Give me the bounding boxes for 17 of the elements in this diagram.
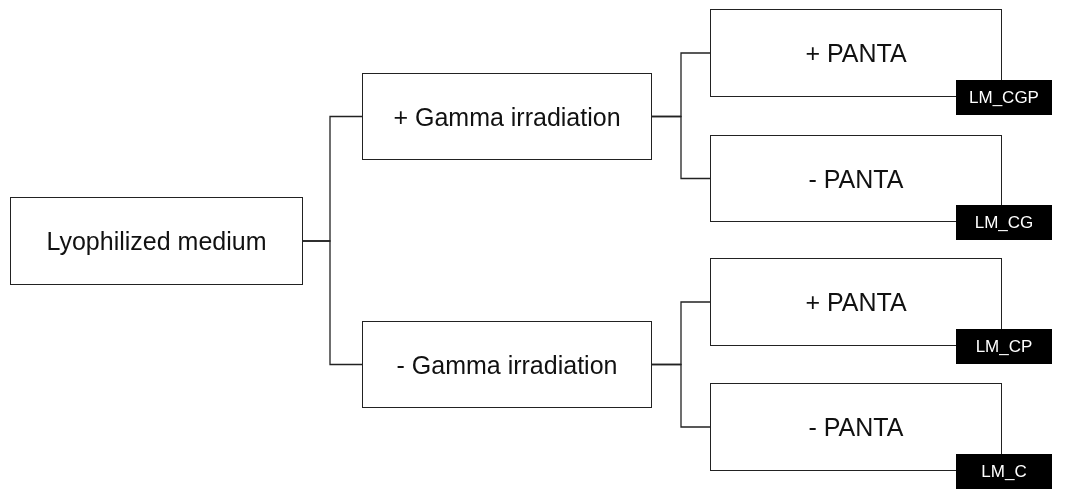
sample-code-tag: LM_CGP [956, 80, 1052, 115]
sample-code-tag: LM_CG [956, 205, 1052, 240]
process-box [362, 73, 652, 160]
box-label: - PANTA [807, 163, 905, 194]
sample-code-tag: LM_CP [956, 329, 1052, 364]
connector-line [651, 363, 711, 428]
sample-code-tag: LM_C [956, 454, 1052, 489]
box-label: - Gamma irradiation [395, 349, 619, 380]
connector-line [651, 115, 711, 180]
box-label: Lyophilized medium [45, 226, 268, 256]
box-label: + Gamma irradiation [392, 101, 622, 132]
process-box [10, 197, 303, 285]
box-label: + PANTA [804, 287, 908, 317]
connector-line [302, 240, 363, 366]
box-label: - PANTA [807, 412, 905, 442]
box-label: + PANTA [804, 38, 908, 68]
process-box [362, 321, 652, 408]
